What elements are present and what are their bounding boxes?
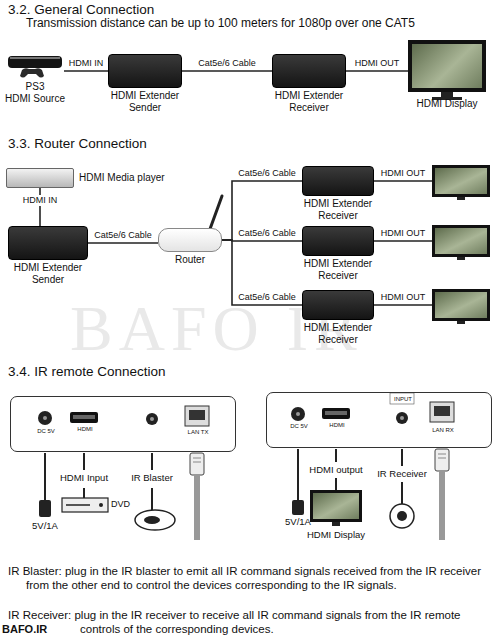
ir-blaster — [135, 510, 175, 530]
device-label: Router — [155, 254, 225, 266]
device-label: HDMI Source — [0, 93, 75, 105]
cable-line — [346, 70, 408, 72]
port-label: LAN RX — [432, 427, 454, 433]
port-label: DC 5V — [290, 423, 308, 429]
section-heading: 3.2. General Connection — [8, 2, 154, 18]
port-label: HDMI — [77, 426, 92, 432]
router-antenna — [210, 196, 222, 229]
device-name: IR Receiver — [377, 469, 427, 480]
power-adapter — [292, 500, 304, 515]
rear-panel: DC 5V HDMI INPUT LAN RX — [266, 392, 492, 448]
extender-box: HDMI Extender Receiver — [302, 166, 374, 196]
extender-box: HDMI Extender Receiver — [302, 290, 374, 320]
lan-cable — [435, 449, 449, 540]
extender-box: HDMI Extender Receiver — [272, 54, 346, 88]
device-caption: HDMI Extender Receiver — [293, 198, 383, 221]
cable-label: Cat5e/6 Cable — [198, 58, 256, 69]
cable-label: HDMI IN — [69, 58, 104, 69]
device-label: HDMI Extender Receiver — [293, 258, 383, 281]
device-label: HDMI Extender Receiver — [264, 90, 354, 113]
display-stand — [441, 92, 453, 97]
device-name: HDMI Display — [307, 530, 365, 541]
port-name: HDMI output — [309, 465, 362, 476]
device-caption: HDMI Extender Receiver — [293, 258, 383, 281]
note: IR Blaster: plug in the IR blaster to em… — [8, 564, 494, 592]
ir-receiver — [390, 504, 414, 528]
device-caption: HDMI Extender Receiver — [293, 322, 383, 345]
cable-label: Cat5e/6 Cable — [238, 228, 296, 239]
cable-line — [222, 181, 302, 240]
device-label: HDMI Extender Sender — [3, 262, 93, 285]
device-caption: PS3HDMI Source — [0, 81, 75, 104]
media-player: HDMI Media player — [6, 168, 74, 188]
router-box: Router — [158, 228, 222, 252]
port-label: HDMI — [329, 422, 344, 428]
port-name: HDMI OUT — [381, 228, 426, 238]
device-caption: HDMI Extender Sender — [3, 262, 93, 285]
ps3-console — [8, 56, 62, 78]
monitor — [310, 490, 362, 526]
device-label: HDMI Extender Receiver — [293, 322, 383, 345]
subtitle: Transmission distance can be up to 100 m… — [26, 17, 415, 31]
display-screen: HDMI Display — [408, 40, 486, 92]
device-caption: Router — [155, 254, 225, 266]
hdmi-display — [374, 165, 490, 324]
watermark: BAFO.IR — [2, 623, 47, 636]
extender-box: HDMI Extender Sender — [8, 226, 88, 260]
cable-label: Cat5e/6 Cable — [238, 292, 296, 303]
receiver-ports — [291, 393, 454, 424]
power-adapter — [39, 500, 51, 517]
cable-label: Cat5e/6 Cable — [94, 230, 152, 241]
device-label: HDMI Display — [402, 98, 492, 110]
device-caption: HDMI Extender Sender — [100, 90, 190, 113]
section-heading: 3.4. IR remote Connection — [8, 364, 166, 380]
device-label: HDMI Extender Receiver — [293, 198, 383, 221]
port-label: INPUT — [394, 396, 412, 402]
source-device: PS3HDMI Source — [6, 54, 64, 78]
power-rating: 5V/1A — [32, 521, 58, 532]
port-name: HDMI OUT — [381, 292, 426, 302]
device-caption: HDMI Display — [402, 98, 492, 110]
port-label: DC 5V — [37, 428, 55, 434]
device-caption: HDMI Extender Receiver — [264, 90, 354, 113]
cable-line — [64, 70, 108, 72]
device-name: DVD — [111, 499, 130, 509]
port-name: HDMI OUT — [381, 168, 426, 178]
device-label: HDMI Media player — [79, 172, 165, 184]
rear-panel: DC 5V HDMI LAN TX — [10, 396, 236, 452]
lan-cable — [190, 453, 204, 540]
note: IR Receiver: plug in the IR receiver to … — [8, 608, 494, 636]
cable-line — [222, 240, 302, 241]
cable-label: Cat5e/6 Cable — [238, 168, 296, 179]
sender-ports — [38, 406, 209, 426]
port-label: LAN TX — [188, 429, 209, 435]
power-rating: 5V/1A — [285, 517, 311, 528]
cable-line — [88, 242, 158, 244]
cable-line — [39, 188, 41, 226]
cable-label: HDMI IN — [22, 195, 59, 206]
device-label: HDMI Extender Sender — [100, 90, 190, 113]
device-label: PS3 — [0, 81, 75, 93]
device-caption: HDMI Media player — [79, 172, 165, 184]
cable-line — [182, 70, 272, 72]
extender-box: HDMI Extender Sender — [108, 54, 182, 88]
cable-label: HDMI OUT — [355, 58, 400, 69]
port-name: HDMI Input — [60, 473, 108, 484]
device-name: IR Blaster — [131, 473, 173, 484]
dvd-player — [62, 498, 108, 512]
section-heading: 3.3. Router Connection — [8, 136, 147, 152]
extender-box: HDMI Extender Receiver — [302, 226, 374, 256]
